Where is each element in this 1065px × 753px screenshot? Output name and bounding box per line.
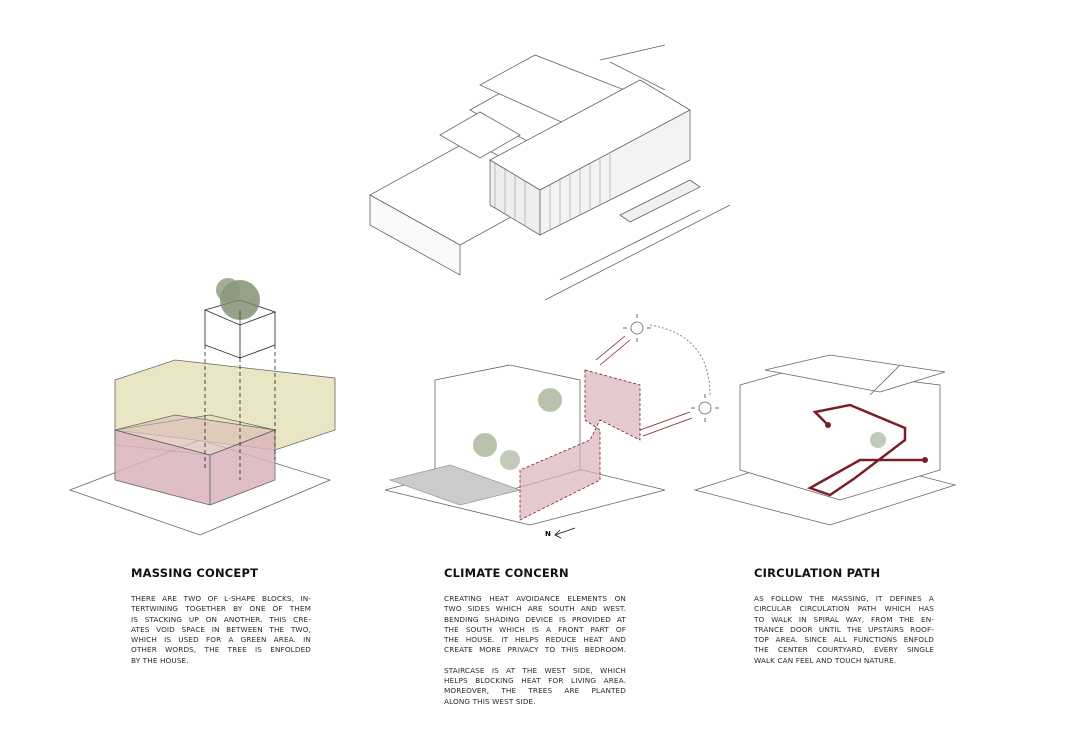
section-body: AS FOLLOW THE MASSING, IT DEFINES A CIRC…: [754, 594, 934, 666]
body-line: MOREOVER, THE TREES ARE PLANTED: [444, 686, 626, 696]
north-arrow-icon: [554, 527, 576, 539]
section-heading: CLIMATE CONCERN: [444, 566, 569, 580]
house-axonometric-overview: [369, 44, 731, 301]
body-line: TOP AREA. SINCE ALL FUNCTIONS ENFOLD: [754, 635, 934, 645]
section-body: CREATING HEAT AVOIDANCE ELEMENTS ON TWO …: [444, 594, 626, 707]
body-line: HELPS BLOCKING HEAT FOR LIVING AREA.: [444, 676, 626, 686]
circulation-path-section: CIRCULATION PATH AS FOLLOW THE MASSING, …: [754, 566, 934, 666]
body-line: TRANCE DOOR UNTIL THE UPSTAIRS ROOF-: [754, 624, 934, 634]
north-label: N: [545, 530, 551, 538]
body-line: WHICH IS USED FOR A GREEN AREA. IN: [131, 635, 311, 645]
body-line: CIRCULAR CIRCULATION PATH WHICH HAS: [754, 604, 934, 614]
sun-icon: [691, 394, 719, 422]
body-line: TWO SIDES WHICH ARE SOUTH AND WEST.: [444, 604, 626, 614]
body-line: WALK CAN FEEL AND TOUCH NATURE.: [754, 655, 897, 665]
body-line: ALONG THIS WEST SIDE.: [444, 696, 536, 706]
circulation-path-diagram: [693, 354, 957, 526]
body-line: TO WALK IN SPIRAL WAY, FROM THE EN-: [754, 614, 934, 624]
section-body: THERE ARE TWO OF L-SHAPE BLOCKS, IN- TER…: [131, 594, 311, 666]
body-line: CREATE MORE PRIVACY TO THIS BEDROOM.: [444, 645, 626, 655]
climate-concern-diagram: [384, 314, 719, 539]
body-line: THE CENTER COURTYARD, EVERY SINGLE: [754, 645, 934, 655]
body-line: CREATING HEAT AVOIDANCE ELEMENTS ON: [444, 594, 626, 603]
body-line: IS STACKING UP ON ANOTHER. THIS CRE-: [131, 614, 311, 624]
sun-icon: [623, 314, 651, 342]
body-line: STAIRCASE IS AT THE WEST SIDE, WHICH: [444, 665, 626, 675]
body-line: BY THE HOUSE.: [131, 655, 189, 665]
body-line: BENDING SHADING DEVICE IS PROVIDED AT: [444, 614, 626, 624]
body-line: ATES VOID SPACE IN BETWEEN THE TWO,: [131, 624, 311, 634]
climate-concern-section: CLIMATE CONCERN CREATING HEAT AVOIDANCE …: [444, 566, 626, 707]
massing-concept-section: MASSING CONCEPT THERE ARE TWO OF L-SHAPE…: [131, 566, 311, 666]
body-line: TERTWINING TOGETHER BY ONE OF THEM: [131, 604, 311, 614]
body-line: OTHER WORDS, THE TREE IS ENFOLDED: [131, 645, 311, 655]
body-line: THE HOUSE. IT HELPS REDUCE HEAT AND: [444, 635, 626, 645]
body-line: AS FOLLOW THE MASSING, IT DEFINES A: [754, 594, 934, 603]
body-line: THE SOUTH WHICH IS A FRONT PART OF: [444, 624, 626, 634]
section-heading: CIRCULATION PATH: [754, 566, 881, 580]
body-line: THERE ARE TWO OF L-SHAPE BLOCKS, IN-: [131, 594, 311, 603]
section-heading: MASSING CONCEPT: [131, 566, 259, 580]
massing-concept-diagram: [68, 278, 336, 536]
